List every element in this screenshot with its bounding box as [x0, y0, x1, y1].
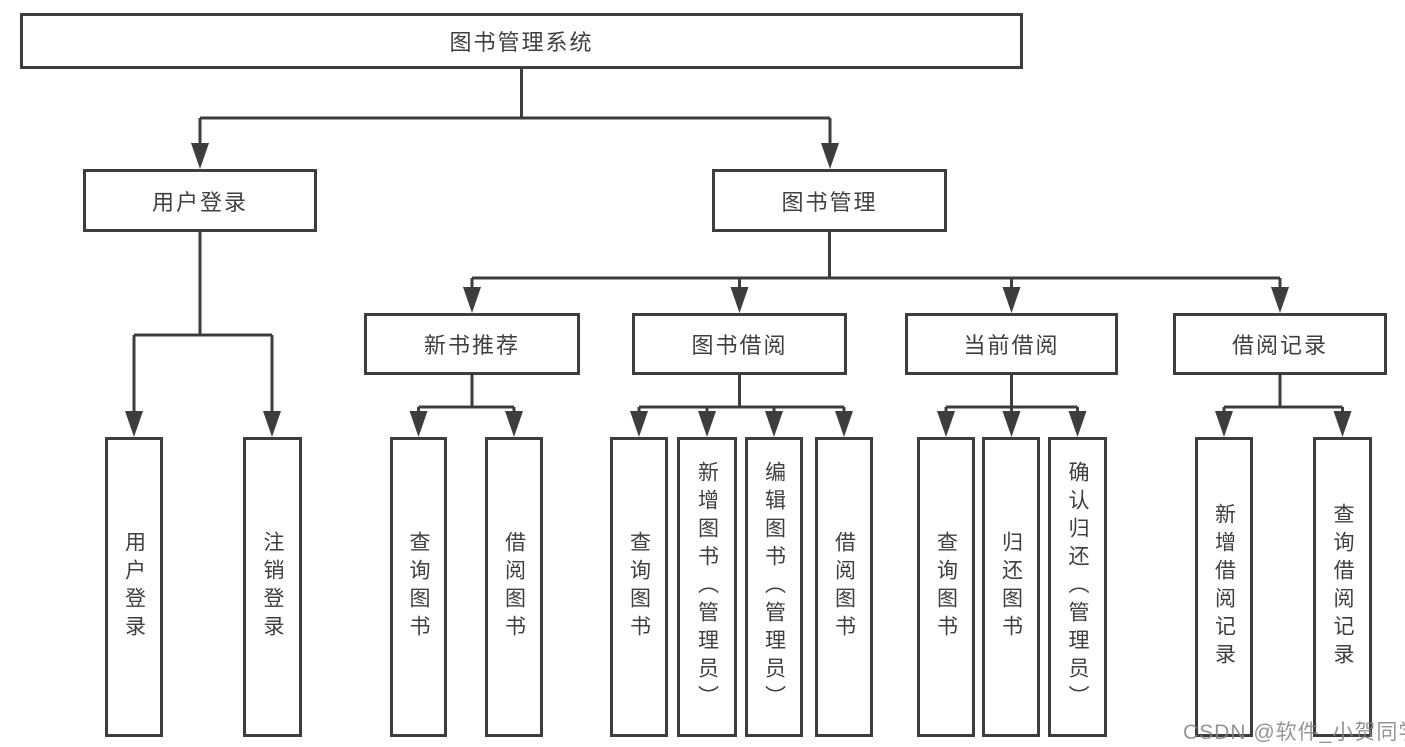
node-current-borrow: 当前借阅	[905, 313, 1118, 375]
leaf-label: 查询图书	[627, 531, 651, 643]
node-label: 图书借阅	[691, 333, 788, 358]
leaf-label: 注销登录	[261, 531, 284, 643]
node-label: 当前借阅	[963, 333, 1060, 358]
leaf-add-borrow-record: 新增借阅记录	[1195, 437, 1253, 737]
node-library-management-system: 图书管理系统	[20, 13, 1023, 69]
leaf-label: 借阅图书	[502, 531, 526, 643]
leaf-user-login: 用户登录	[105, 437, 163, 737]
leaf-query-borrow-record: 查询借阅记录	[1313, 437, 1372, 737]
leaf-confirm-return-admin: 确认归还（管理员）	[1048, 437, 1107, 737]
node-label: 新书推荐	[423, 333, 520, 358]
leaf-query-book-recommend: 查询图书	[390, 437, 447, 737]
leaf-add-book-admin: 新增图书（管理员）	[677, 437, 737, 737]
node-label: 图书管理	[781, 189, 878, 215]
leaf-logout-login: 注销登录	[243, 437, 302, 737]
node-book-management: 图书管理	[712, 169, 947, 232]
leaf-label: 查询借阅记录	[1331, 503, 1354, 671]
leaf-return-book: 归还图书	[982, 437, 1040, 737]
csdn-watermark: CSDN @软件_小贺同学	[1183, 721, 1405, 744]
leaf-borrow-book: 借阅图书	[815, 437, 873, 737]
leaf-label: 查询图书	[934, 531, 958, 643]
leaf-label: 确认归还（管理员）	[1066, 461, 1089, 713]
node-user-login: 用户登录	[83, 169, 317, 232]
leaf-label: 归还图书	[999, 531, 1023, 643]
leaf-label: 用户登录	[122, 531, 146, 643]
node-label: 借阅记录	[1231, 333, 1328, 358]
leaf-label: 新增图书（管理员）	[695, 461, 719, 713]
leaf-label: 查询图书	[407, 531, 430, 643]
leaf-query-book-current: 查询图书	[917, 437, 975, 737]
node-book-borrow: 图书借阅	[632, 313, 847, 375]
node-label: 用户登录	[151, 189, 248, 215]
node-label: 图书管理系统	[449, 30, 594, 55]
node-borrow-record: 借阅记录	[1173, 313, 1387, 375]
leaf-label: 新增借阅记录	[1212, 503, 1236, 671]
leaf-query-book-borrow: 查询图书	[610, 437, 668, 737]
node-new-book-recommend: 新书推荐	[364, 313, 580, 375]
leaf-label: 借阅图书	[832, 531, 856, 643]
leaf-borrow-book-recommend: 借阅图书	[485, 437, 543, 737]
leaf-label: 编辑图书（管理员）	[762, 461, 786, 713]
leaf-edit-book-admin: 编辑图书（管理员）	[745, 437, 803, 737]
